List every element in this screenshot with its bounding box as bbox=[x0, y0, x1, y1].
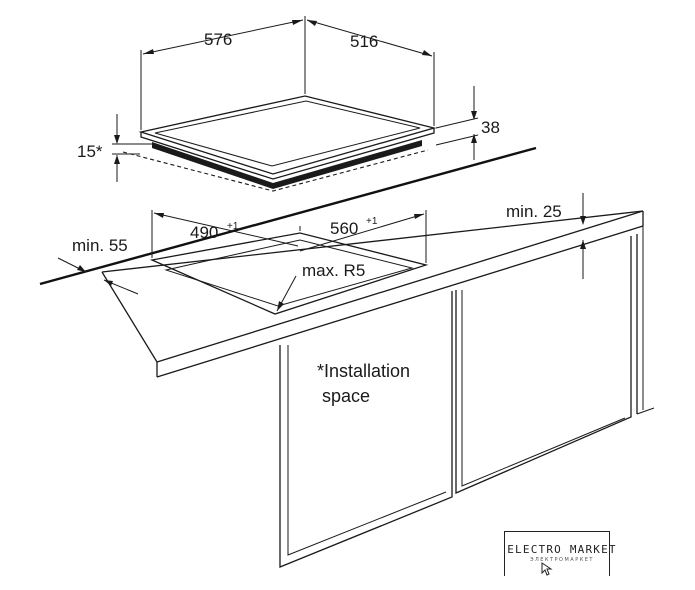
dimension-490: 490 +1 bbox=[151, 210, 299, 258]
dimension-min-55: min. 55 bbox=[57, 236, 139, 295]
front-clearance-label: min. 55 bbox=[72, 236, 128, 255]
hob-offset-label: 15* bbox=[77, 142, 103, 161]
logo-subtitle: ЭЛЕКТРОМАРКЕТ bbox=[530, 557, 594, 563]
corner-radius-label: max. R5 bbox=[302, 261, 365, 280]
corner-radius-callout: max. R5 bbox=[276, 261, 365, 312]
cutout-width-label: 560 bbox=[330, 219, 358, 238]
cutout-drawing bbox=[149, 232, 429, 315]
worktop-drawing bbox=[39, 146, 644, 378]
cabinet-drawing bbox=[279, 226, 655, 568]
dimension-min-25: min. 25 bbox=[506, 193, 586, 279]
hob-depth-label: 516 bbox=[350, 32, 378, 51]
installation-note-line1: *Installation bbox=[317, 361, 410, 381]
cutout-depth-tolerance: +1 bbox=[227, 221, 239, 232]
cutout-width-tolerance: +1 bbox=[366, 216, 378, 227]
wall-clearance-label: min. 25 bbox=[506, 202, 562, 221]
hob-drawing bbox=[122, 95, 437, 192]
hob-height-label: 38 bbox=[481, 118, 500, 137]
dimension-38: 38 bbox=[435, 86, 500, 160]
dimension-15: 15* bbox=[77, 114, 152, 182]
installation-note-line2: space bbox=[322, 386, 370, 406]
cursor-icon bbox=[541, 562, 553, 576]
dimension-516: 516 bbox=[306, 19, 435, 126]
dimension-576: 576 bbox=[140, 16, 306, 130]
logo-title: ELECTRO MARKET bbox=[507, 543, 617, 556]
cutout-depth-label: 490 bbox=[190, 223, 218, 242]
logo-frame bbox=[504, 531, 610, 576]
dimension-560: 560 +1 bbox=[299, 210, 427, 263]
hob-width-label: 576 bbox=[204, 30, 232, 49]
